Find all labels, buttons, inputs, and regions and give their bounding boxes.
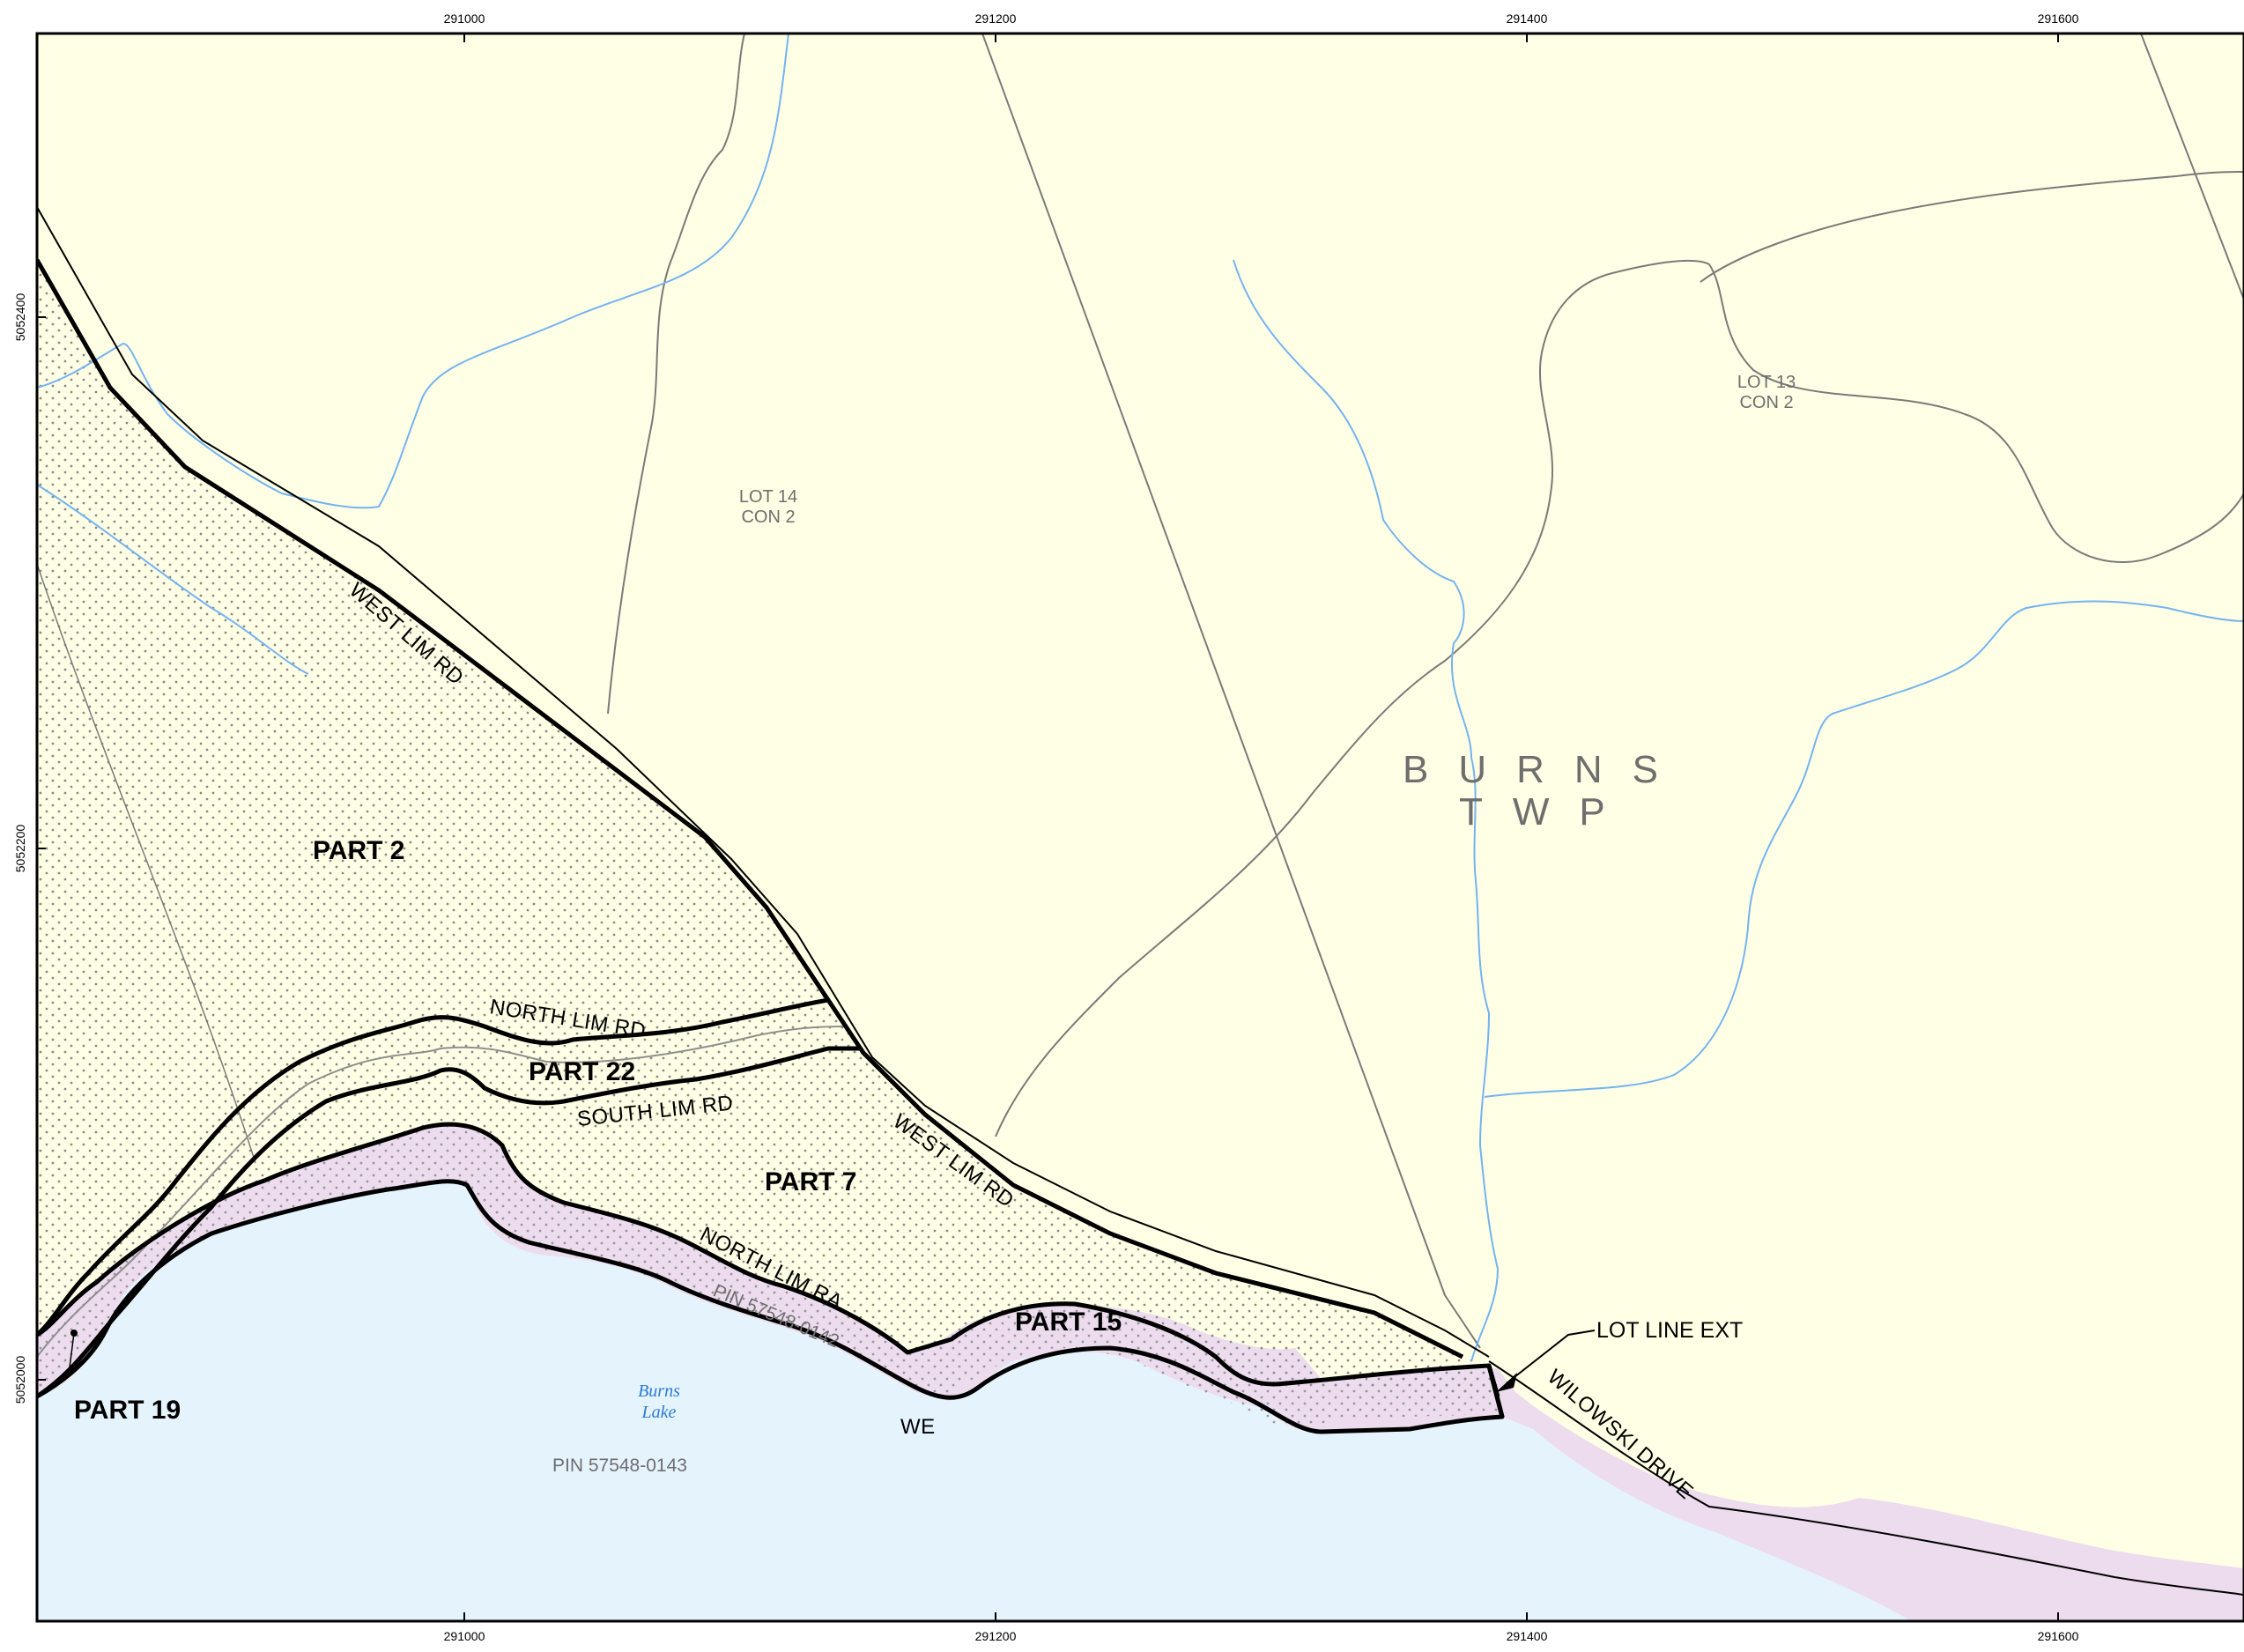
wilowski-drive-line (1488, 1360, 2244, 1596)
label-twp-line1: BURNS (1403, 748, 1688, 791)
x-tick-bottom-291400: 291400 (1507, 1629, 1548, 1643)
lot-lines (37, 33, 2244, 1349)
x-tick-bottom-291000: 291000 (444, 1629, 485, 1643)
x-tick-top-291000: 291000 (444, 11, 485, 26)
x-tick-top-291200: 291200 (975, 11, 1017, 26)
label-twp-line2: TWP (1459, 790, 1635, 833)
label-part-22: PART 22 (529, 1057, 635, 1086)
lot-line-ext-callout (1496, 1330, 1596, 1392)
west-lim-rd-lines (37, 206, 1490, 1359)
x-tick-top-291600: 291600 (2038, 11, 2079, 26)
parcel-boundaries (37, 997, 1505, 1434)
label-part-15: PART 15 (1015, 1308, 1122, 1337)
part-19-leader (68, 1330, 78, 1375)
label-lot-line-ext: LOT LINE EXT (1596, 1318, 1743, 1343)
label-lot-13-con: CON 2 (1739, 393, 1793, 412)
label-part-7: PART 7 (765, 1167, 856, 1196)
label-part-2: PART 2 (313, 836, 404, 865)
road-centerlines (37, 1026, 847, 1358)
label-we: WE (900, 1415, 936, 1439)
x-tick-bottom-291600: 291600 (2038, 1629, 2079, 1643)
label-lot-13: LOT 13 (1737, 373, 1796, 392)
label-lake-word: Lake (641, 1403, 677, 1422)
map-frame (35, 32, 2244, 1623)
x-tick-bottom-291200: 291200 (975, 1629, 1017, 1643)
label-pin-0143: PIN 57548-0143 (552, 1456, 687, 1476)
y-tick-5052400: 5052400 (13, 293, 27, 342)
burns-lake-water (37, 1179, 1912, 1621)
y-tick-5052200: 5052200 (13, 825, 27, 873)
x-tick-top-291400: 291400 (1507, 11, 1548, 26)
label-lot-14: LOT 14 (739, 487, 797, 507)
frame-ticks (37, 33, 2059, 1621)
label-part-19: PART 19 (74, 1396, 181, 1425)
label-lot-14-con: CON 2 (741, 507, 795, 527)
watercourses (37, 33, 2244, 1362)
y-tick-5052000: 5052000 (13, 1356, 27, 1404)
label-lake-name: Burns (638, 1382, 680, 1401)
stipple-part-2-7 (37, 260, 1498, 1396)
